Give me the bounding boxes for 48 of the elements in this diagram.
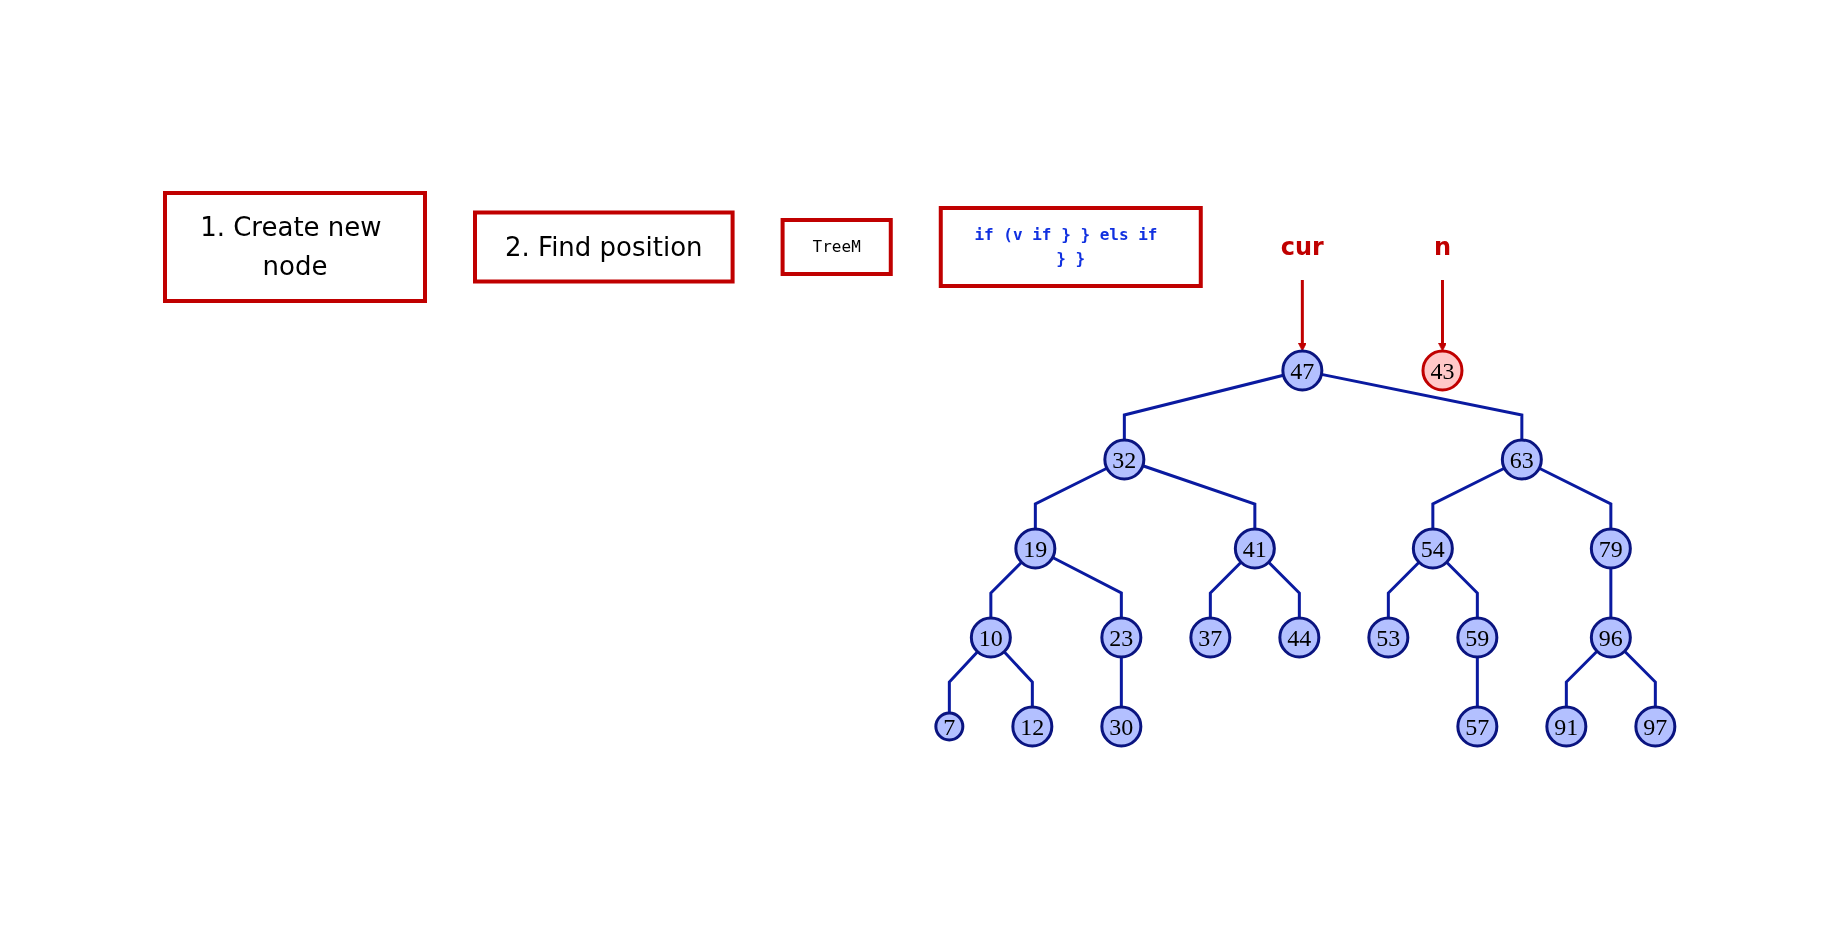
- connector: [1051, 556, 1123, 618]
- node-box: 1. Create new node: [162, 191, 427, 303]
- connector: [1445, 561, 1479, 618]
- connector: [1623, 650, 1657, 707]
- node-text: cur: [1280, 233, 1324, 261]
- connector: [1475, 657, 1479, 707]
- connector: [1538, 466, 1612, 529]
- connector: [1430, 466, 1505, 529]
- arrow: [1297, 280, 1307, 352]
- connector: [1122, 373, 1284, 440]
- node-circle: 79: [1589, 527, 1632, 570]
- node-circle: 59: [1455, 616, 1498, 659]
- node-circle: 37: [1188, 616, 1231, 659]
- node-circle: 19: [1013, 527, 1056, 570]
- connector: [1119, 657, 1123, 707]
- connector: [988, 561, 1023, 618]
- node-circle: 44: [1277, 616, 1320, 659]
- node-circle: 54: [1411, 527, 1454, 570]
- node-circle: 10: [969, 616, 1012, 659]
- node-text: n: [1433, 233, 1451, 261]
- connector: [1386, 561, 1420, 618]
- connector: [1033, 466, 1108, 529]
- node-box: TreeM: [780, 218, 893, 276]
- node-circle: 97: [1633, 705, 1676, 748]
- node-circle: 12: [1010, 705, 1053, 748]
- node-box: if (v if } } els if } }: [938, 206, 1203, 288]
- arrow: [1437, 280, 1447, 352]
- connector: [1564, 650, 1598, 707]
- connector: [1141, 464, 1256, 529]
- node-circle: 53: [1366, 616, 1409, 659]
- node-circle: 63: [1500, 438, 1543, 481]
- connector: [1320, 372, 1523, 440]
- node-box: 2. Find position: [472, 210, 735, 284]
- node-circle: 41: [1233, 527, 1276, 570]
- node-circle: 23: [1099, 616, 1142, 659]
- node-circle: 91: [1544, 705, 1587, 748]
- node-circle: 7: [933, 711, 964, 742]
- connector: [947, 650, 979, 713]
- connector: [1267, 561, 1301, 618]
- node-circle: 57: [1455, 705, 1498, 748]
- node-circle: 47: [1280, 349, 1323, 392]
- node-circle: 32: [1102, 438, 1145, 481]
- connector: [1002, 650, 1034, 707]
- connector: [1608, 568, 1612, 618]
- node-circle: 43: [1421, 349, 1464, 392]
- connector: [1208, 561, 1242, 618]
- node-circle: 96: [1589, 616, 1632, 659]
- node-circle: 30: [1099, 705, 1142, 748]
